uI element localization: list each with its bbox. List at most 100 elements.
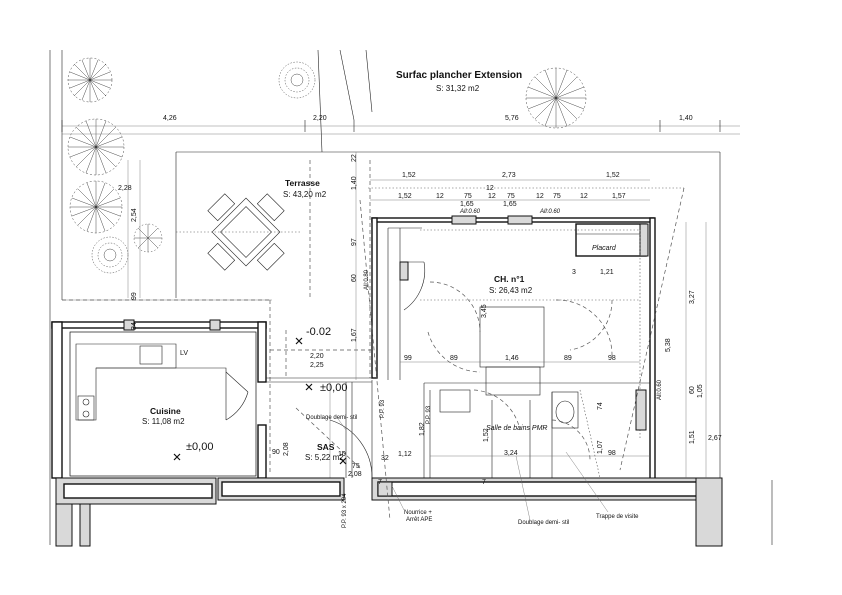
dimension-99h: 99 — [404, 355, 412, 362]
dimension-1-51: 1,51 — [689, 430, 696, 444]
dimension-12c: 12 — [488, 193, 496, 200]
dimension-32: 32 — [381, 455, 389, 462]
dimension-1-52b: 1,52 — [606, 172, 620, 179]
cuisine-name: Cuisine — [150, 406, 181, 416]
cuisine-area: S: 11,08 m2 — [142, 417, 185, 426]
dimension-12b: 12 — [436, 193, 444, 200]
dimension-7a: 7 — [378, 479, 382, 486]
dimension-89a: 89 — [450, 355, 458, 362]
top-dimension-line — [61, 120, 740, 135]
dimension-4-26: 4,26 — [163, 115, 177, 122]
chambre-area: S: 26,43 m2 — [489, 286, 533, 295]
level-sas: ±0,00 — [320, 382, 347, 394]
level-exterior: -0.02 — [306, 326, 331, 338]
terrasse-name: Terrasse — [285, 178, 320, 188]
bathroom — [423, 382, 650, 479]
dimension-97: 97 — [351, 238, 358, 246]
tree-icon — [278, 61, 316, 99]
dimension-3-45: 3,45 — [481, 304, 488, 318]
dimension-5-76: 5,76 — [505, 115, 519, 122]
dimension-1-65a: 1,65 — [460, 201, 474, 208]
tree-icon — [91, 236, 129, 274]
dimension-98a: 98 — [608, 355, 616, 362]
annotation-nourrice-2: Arrêt APE — [406, 517, 432, 523]
sdb-name: Salle de bains PMR — [486, 425, 547, 432]
tree-group — [67, 57, 587, 274]
sas-name: SAS — [317, 442, 335, 452]
annotation-nourrice-1: Nourrice + — [404, 510, 432, 516]
dimension-7b: 7 — [482, 479, 486, 486]
dimension-75d: 75 — [352, 463, 360, 470]
dimension-1-67: 1,67 — [351, 328, 358, 342]
dimension-3-24: 3,24 — [504, 450, 518, 457]
site-lines — [49, 49, 773, 545]
dimension-34: 34 — [131, 322, 138, 330]
dimension-75b: 75 — [507, 193, 515, 200]
dimension-12d: 12 — [536, 193, 544, 200]
dimension-98b: 98 — [608, 450, 616, 457]
tree-icon — [67, 57, 113, 103]
bottom-walls — [55, 477, 723, 547]
dimension-60b: 60 — [689, 386, 696, 394]
dimension-3-27: 3,27 — [689, 290, 696, 304]
dimension-1-40v: 1,40 — [351, 176, 358, 190]
annotation-allege-3: All:0.80 — [364, 269, 370, 290]
corridor-partition — [387, 227, 422, 380]
extension-title: Surfac plancher Extension — [396, 70, 522, 81]
dimension-2-08a: 2,08 — [283, 442, 290, 456]
dimension-89b: 89 — [564, 355, 572, 362]
dimension-1-52d: 1,52 — [483, 428, 490, 442]
tree-icon — [69, 180, 123, 234]
dimension-90: 90 — [272, 449, 280, 456]
level-marker-icon — [173, 337, 347, 465]
tree-icon — [67, 118, 125, 176]
dimension-1-05: 1,05 — [697, 384, 704, 398]
dimension-2-25: 2,25 — [310, 362, 324, 369]
dimension-1-40: 1,40 — [679, 115, 693, 122]
dimension-2-54: 2,54 — [131, 208, 138, 222]
annotation-doublage-1: Doublage demi- stil — [306, 415, 357, 421]
guide-lines — [176, 160, 685, 521]
dimension-2-28: 2,28 — [118, 185, 132, 192]
tree-icon — [133, 223, 163, 253]
terrasse-area: S: 43,20 m2 — [283, 190, 327, 199]
dimension-10: 10 — [338, 451, 346, 458]
dimension-3: 3 — [572, 269, 576, 276]
dimension-2-20: 2,20 — [313, 115, 327, 122]
dimension-60a: 60 — [351, 274, 358, 282]
dimension-1-52a: 1,52 — [402, 172, 416, 179]
annotation-pp-2: P.P. 93 — [426, 405, 432, 424]
dimension-12a: 12 — [486, 185, 494, 192]
extension-area: S: 31,32 m2 — [436, 84, 480, 93]
extension-walls — [371, 215, 656, 481]
dimension-22: 22 — [351, 154, 358, 162]
kitchen-sas-walls — [51, 319, 267, 479]
terrace-table — [207, 193, 285, 271]
dimension-2-73: 2,73 — [502, 172, 516, 179]
dimension-99v: 99 — [131, 292, 138, 300]
dimension-2-08b: 2,08 — [348, 471, 362, 478]
dimension-1-12: 1,12 — [398, 451, 412, 458]
chambre-furniture — [399, 229, 641, 440]
sas-area: S: 5,22 m2 — [305, 453, 344, 462]
dimension-75a: 75 — [464, 193, 472, 200]
dimension-1-82: 1,82 — [419, 422, 426, 436]
dimension-1-57: 1,57 — [612, 193, 626, 200]
annotation-pp-3: P.P. 93 x 204 — [342, 493, 348, 528]
annotation-allege-1: All:0.60 — [459, 209, 481, 215]
dimension-2-67: 2,67 — [708, 435, 722, 442]
dimension-1-07: 1,07 — [597, 440, 604, 454]
dimension-1-21: 1,21 — [600, 269, 614, 276]
annotation-doublage-2: Doublage demi- stil — [518, 520, 569, 526]
annotation-pp-1: P.P. 93 — [380, 399, 386, 418]
interior-dim-lines — [127, 152, 707, 478]
dimension-75c: 75 — [553, 193, 561, 200]
dimension-1-65b: 1,65 — [503, 201, 517, 208]
dimension-1-46: 1,46 — [505, 355, 519, 362]
tree-icon — [525, 67, 587, 129]
dimension-1-52c: 1,52 — [398, 193, 412, 200]
dimension-5-38: 5,38 — [665, 338, 672, 352]
annotation-trappe: Trappe de visite — [596, 514, 639, 520]
annotation-allege-4: All:0.60 — [657, 379, 663, 400]
